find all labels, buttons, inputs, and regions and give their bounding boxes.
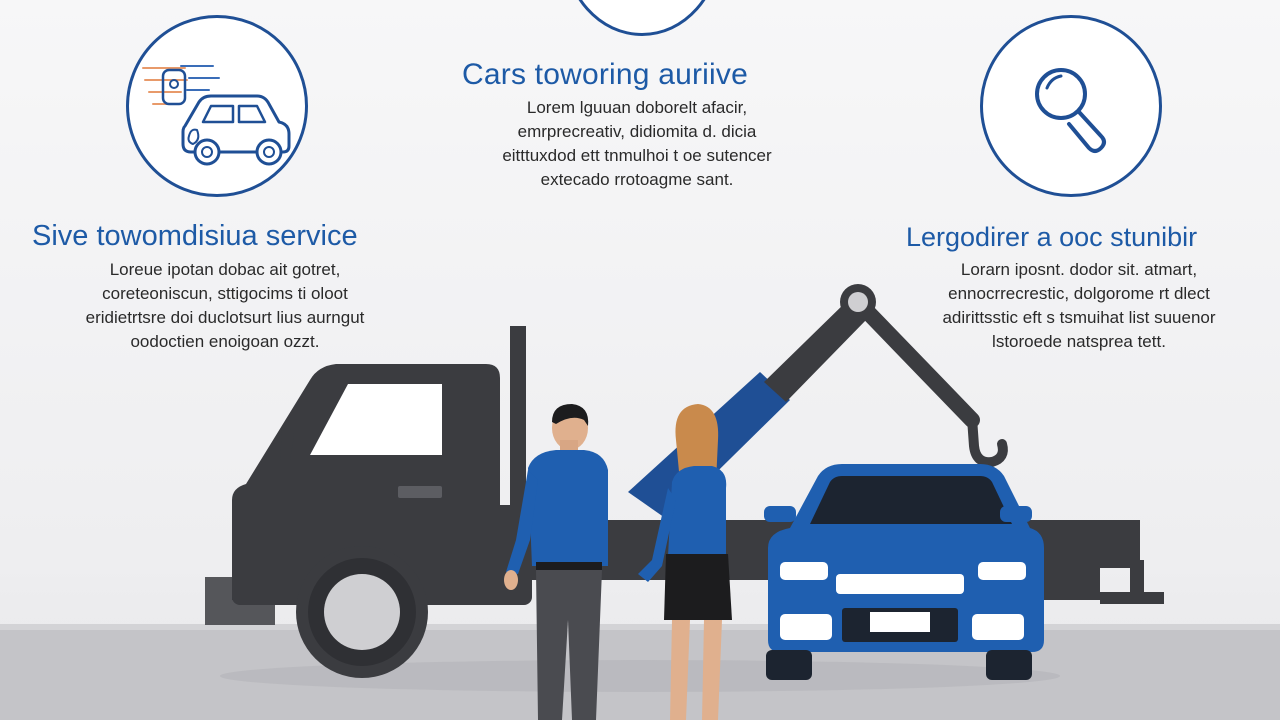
right-title: Lergodirer a ooc stunibir [906,222,1198,252]
center-line-3: eitttuxdod ett tnmulhoi t oe sutencer [502,146,772,165]
car-fog-right [972,614,1024,640]
man-figure [504,404,608,720]
man-legs [536,570,602,720]
left-title: Sive towomdisiua service [32,220,358,252]
man-torso [528,450,608,566]
car-mirror-left [764,506,796,522]
left-description: Loreue ipotan dobac ait gotret, coreteon… [40,258,410,354]
truck-mirror [280,428,294,460]
road-edge [0,624,1280,630]
man-arm-left [506,470,538,574]
center-description: Lorem lguuan doborelt afacir, emrprecrea… [466,96,808,192]
ground-shadow [220,660,1060,692]
woman-legs [670,620,722,720]
man-belt [536,562,602,570]
right-line-2: ennocrrecrestic, dolgorome rt dlect [948,284,1210,303]
car-speed-icon [142,65,291,166]
magnifier-glyph [1035,68,1106,153]
tow-truck-car-icon [126,15,308,197]
left-line-4: oodoctien enoigoan ozzt. [130,332,320,351]
center-line-4: extecado rrotoagme sant. [540,170,734,189]
blue-car [764,464,1044,680]
car-headlight-left [780,562,828,580]
crane-hook [967,413,1008,468]
truck-rear-support [1130,560,1144,596]
truck-mast [510,326,526,516]
right-description: Lorarn iposnt. dodor sit. atmart, ennocr… [894,258,1264,354]
center-title: Cars toworing auriive [462,58,748,91]
left-line-1: Loreue ipotan dobac ait gotret, [109,260,341,279]
car-license-plate [870,612,930,632]
crane-boom-dark [764,300,868,402]
man-hair [552,404,589,426]
car-tire-left [766,650,812,680]
crane-arm [850,294,980,428]
truck-door-handle [398,486,442,498]
car-mirror-right [1000,506,1032,522]
left-line-2: coreteoniscun, sttigocims ti oloot [102,284,348,303]
woman-skirt [664,554,732,620]
truck-rear-plate [1100,592,1164,604]
car-fog-left [780,614,832,640]
right-line-1: Lorarn iposnt. dodor sit. atmart, [960,260,1198,279]
woman-figure [638,404,732,720]
woman-torso [668,466,727,556]
car-grille-bar [836,574,964,594]
magnifying-glass-icon [980,15,1162,197]
right-line-3: adirittsstic eft s tsmuihat list suuenor [942,308,1216,327]
center-line-1: Lorem lguuan doborelt afacir, [526,98,748,117]
man-hand [504,570,518,590]
car-windshield [810,476,1012,524]
crane-joint-bolt [848,292,868,312]
truck-window [310,384,442,455]
left-line-3: eridietrtsre doi duclotsurt lius aurngut [85,308,365,327]
center-line-2: emrprecreativ, didiomita d. dicia [517,122,757,141]
right-line-4: lstoroede natsprea tett. [992,332,1166,351]
car-tire-right [986,650,1032,680]
woman-hair [675,404,719,482]
car-headlight-right [978,562,1026,580]
woman-arm [638,488,676,582]
truck-hub [324,574,400,650]
